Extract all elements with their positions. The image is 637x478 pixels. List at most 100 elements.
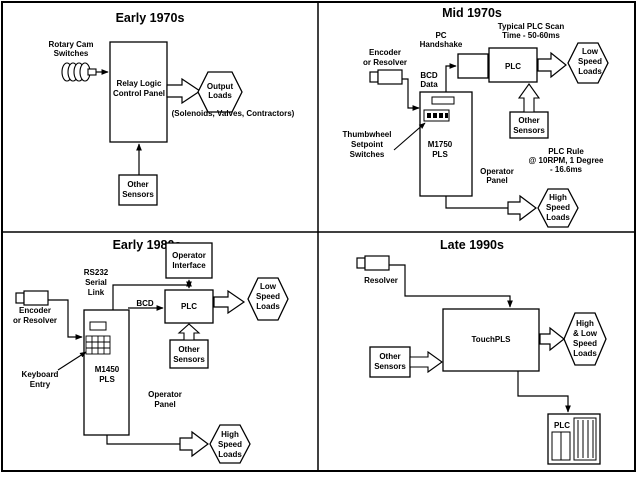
other-sensors-label: Other — [518, 116, 539, 125]
pls-display — [431, 96, 455, 105]
output-block-arrow — [166, 77, 202, 105]
high-speed-loads-label: High — [221, 430, 239, 439]
high-speed-loads-label: Speed — [546, 203, 570, 212]
plc-rule-label: PLC Rule — [548, 147, 584, 156]
panel-title: Late 1990s — [440, 238, 504, 252]
connector-arrow — [48, 299, 83, 340]
output-block-arrow — [213, 289, 246, 315]
high-speed-loads-label: Loads — [218, 450, 242, 459]
connector-line — [106, 435, 180, 445]
plc-module-cards — [551, 417, 597, 461]
other-sensors-box — [169, 339, 209, 369]
pc-handshake-label: Handshake — [420, 40, 463, 49]
connector-arrow — [517, 371, 571, 413]
pointer-arrow — [57, 351, 87, 371]
relay-logic-panel — [109, 41, 168, 143]
connector-arrow — [402, 78, 420, 111]
other-sensors-label: Other — [127, 180, 148, 189]
other-sensors-label: Other — [379, 352, 400, 361]
bcd-data-label: BCD — [420, 71, 438, 80]
high-speed-loads-label: High — [549, 193, 567, 202]
operator-panel-label: Operator — [148, 390, 182, 399]
other-sensors-box — [118, 174, 158, 206]
output-block-arrow — [537, 51, 567, 79]
operator-interface-label: Operator — [172, 251, 206, 260]
encoder-label: Encoder — [19, 306, 51, 315]
low-speed-loads-label: Loads — [578, 67, 602, 76]
connector-arrow — [445, 63, 457, 92]
low-speed-loads-hexagon — [247, 277, 289, 321]
thumbwheel-label: Setpoint — [351, 140, 383, 149]
encoder-icon — [369, 69, 403, 85]
pls-label: M1450 — [95, 365, 120, 374]
loads-hexagon — [563, 312, 607, 366]
low-speed-loads-label: Loads — [256, 302, 280, 311]
plc-label: PLC — [505, 62, 521, 71]
other-sensors-box — [509, 111, 549, 139]
operator-interface-label: Interface — [172, 261, 206, 270]
plc-box — [488, 47, 538, 83]
low-speed-loads-label: Speed — [578, 57, 602, 66]
relay-panel-label: Control Panel — [113, 89, 165, 98]
encoder-label: or Resolver — [13, 316, 57, 325]
touchpls-unit — [442, 308, 540, 372]
panel-title: Early 1980s — [113, 238, 182, 252]
scan-time-label: Typical PLC Scan — [498, 22, 565, 31]
rs232-label: RS232 — [84, 268, 109, 277]
operator-panel-label: Operator — [480, 167, 514, 176]
pls-label: M1750 — [428, 140, 453, 149]
output-loads-label: Loads — [208, 91, 232, 100]
plc-box — [164, 289, 214, 324]
sensors-block-arrow — [409, 350, 443, 374]
output-block-arrow — [179, 430, 209, 458]
keypad-icon — [85, 335, 111, 355]
high-speed-loads-label: Speed — [218, 440, 242, 449]
rotary-cam-label: Rotary Cam — [49, 40, 94, 49]
resolver-label: Resolver — [364, 276, 398, 285]
pls-label: PLS — [99, 375, 115, 384]
high-speed-loads-label: Loads — [546, 213, 570, 222]
panel-mid-1970s: Mid 1970s Encoder or Resolver PC Handsha… — [343, 6, 609, 228]
connector-line — [445, 196, 508, 209]
panel-title: Mid 1970s — [442, 6, 502, 20]
low-speed-loads-label: Low — [260, 282, 277, 291]
output-block-arrow — [539, 326, 565, 352]
high-speed-loads-hexagon — [209, 424, 251, 464]
touchpls-label: TouchPLS — [472, 335, 512, 344]
thumbwheel-label: Switches — [350, 150, 385, 159]
resolver-icon — [356, 255, 390, 271]
bcd-data-label: Data — [420, 80, 438, 89]
loads-label: High — [576, 319, 594, 328]
encoder-label: or Resolver — [363, 58, 407, 67]
high-speed-loads-hexagon — [537, 188, 579, 228]
other-sensors-label: Sensors — [173, 355, 205, 364]
encoder-label: Encoder — [369, 48, 401, 57]
sensors-block-arrow — [517, 83, 541, 113]
pls-label: PLS — [432, 150, 448, 159]
plc-rule-label: @ 10RPM, 1 Degree — [529, 156, 604, 165]
pls-display — [89, 321, 107, 331]
m1450-pls-unit — [83, 309, 130, 436]
rs232-label: Serial — [85, 278, 107, 287]
other-sensors-label: Sensors — [374, 362, 406, 371]
panel-early-1970s: Early 1970s Rotary Cam Switches Relay Lo… — [49, 11, 295, 206]
pc-handshake-label: PC — [435, 31, 446, 40]
low-speed-loads-label: Low — [582, 47, 599, 56]
pointer-arrow — [393, 122, 426, 151]
operator-panel-label: Panel — [154, 400, 175, 409]
scan-time-label: Time - 50-60ms — [502, 31, 560, 40]
other-sensors-box — [369, 346, 411, 378]
plc-label: PLC — [554, 421, 570, 430]
rotary-cam-switch-icon — [61, 62, 97, 82]
loads-examples-label: (Solenoids, Valves, Contractors) — [172, 109, 295, 118]
rotary-cam-label: Switches — [54, 49, 89, 58]
other-sensors-label: Sensors — [513, 126, 545, 135]
plc-label: PLC — [181, 302, 197, 311]
encoder-icon — [15, 290, 49, 306]
relay-panel-label: Relay Logic — [117, 79, 162, 88]
panel-title: Early 1970s — [116, 11, 185, 25]
rs232-label: Link — [88, 288, 105, 297]
thumbwheel-label: Thumbwheel — [343, 130, 392, 139]
bcd-label: BCD — [136, 299, 154, 308]
